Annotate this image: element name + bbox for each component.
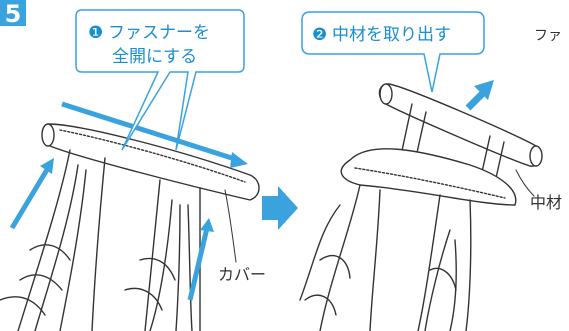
right-illustration xyxy=(299,83,543,331)
step-number: 5 xyxy=(5,0,22,28)
filling-label: 中材 xyxy=(530,193,562,212)
step-arrow xyxy=(262,186,298,230)
callout-take-out-filling: ❷ 中材を取り出す xyxy=(301,11,485,93)
callout-open-zipper-badge: ❶ xyxy=(88,23,103,43)
heading-fragment xyxy=(522,0,569,8)
right-arrow xyxy=(465,80,494,111)
left-arrows xyxy=(9,101,248,301)
right-text-fragment: ファ xyxy=(534,28,562,44)
left-illustration xyxy=(0,123,260,331)
callout-open-zipper-line2: 全開にする xyxy=(112,47,197,67)
callout-take-out-filling-text: 中材を取り出す xyxy=(332,25,451,45)
callout-open-zipper-line1: ファスナーを xyxy=(108,23,210,43)
cover-label: カバー xyxy=(218,265,266,284)
callout-open-zipper: ❶ ファスナーを 全開にする xyxy=(75,9,245,151)
callout-take-out-filling-badge: ❷ xyxy=(312,25,327,45)
step-number-badge: 5 xyxy=(0,0,26,28)
